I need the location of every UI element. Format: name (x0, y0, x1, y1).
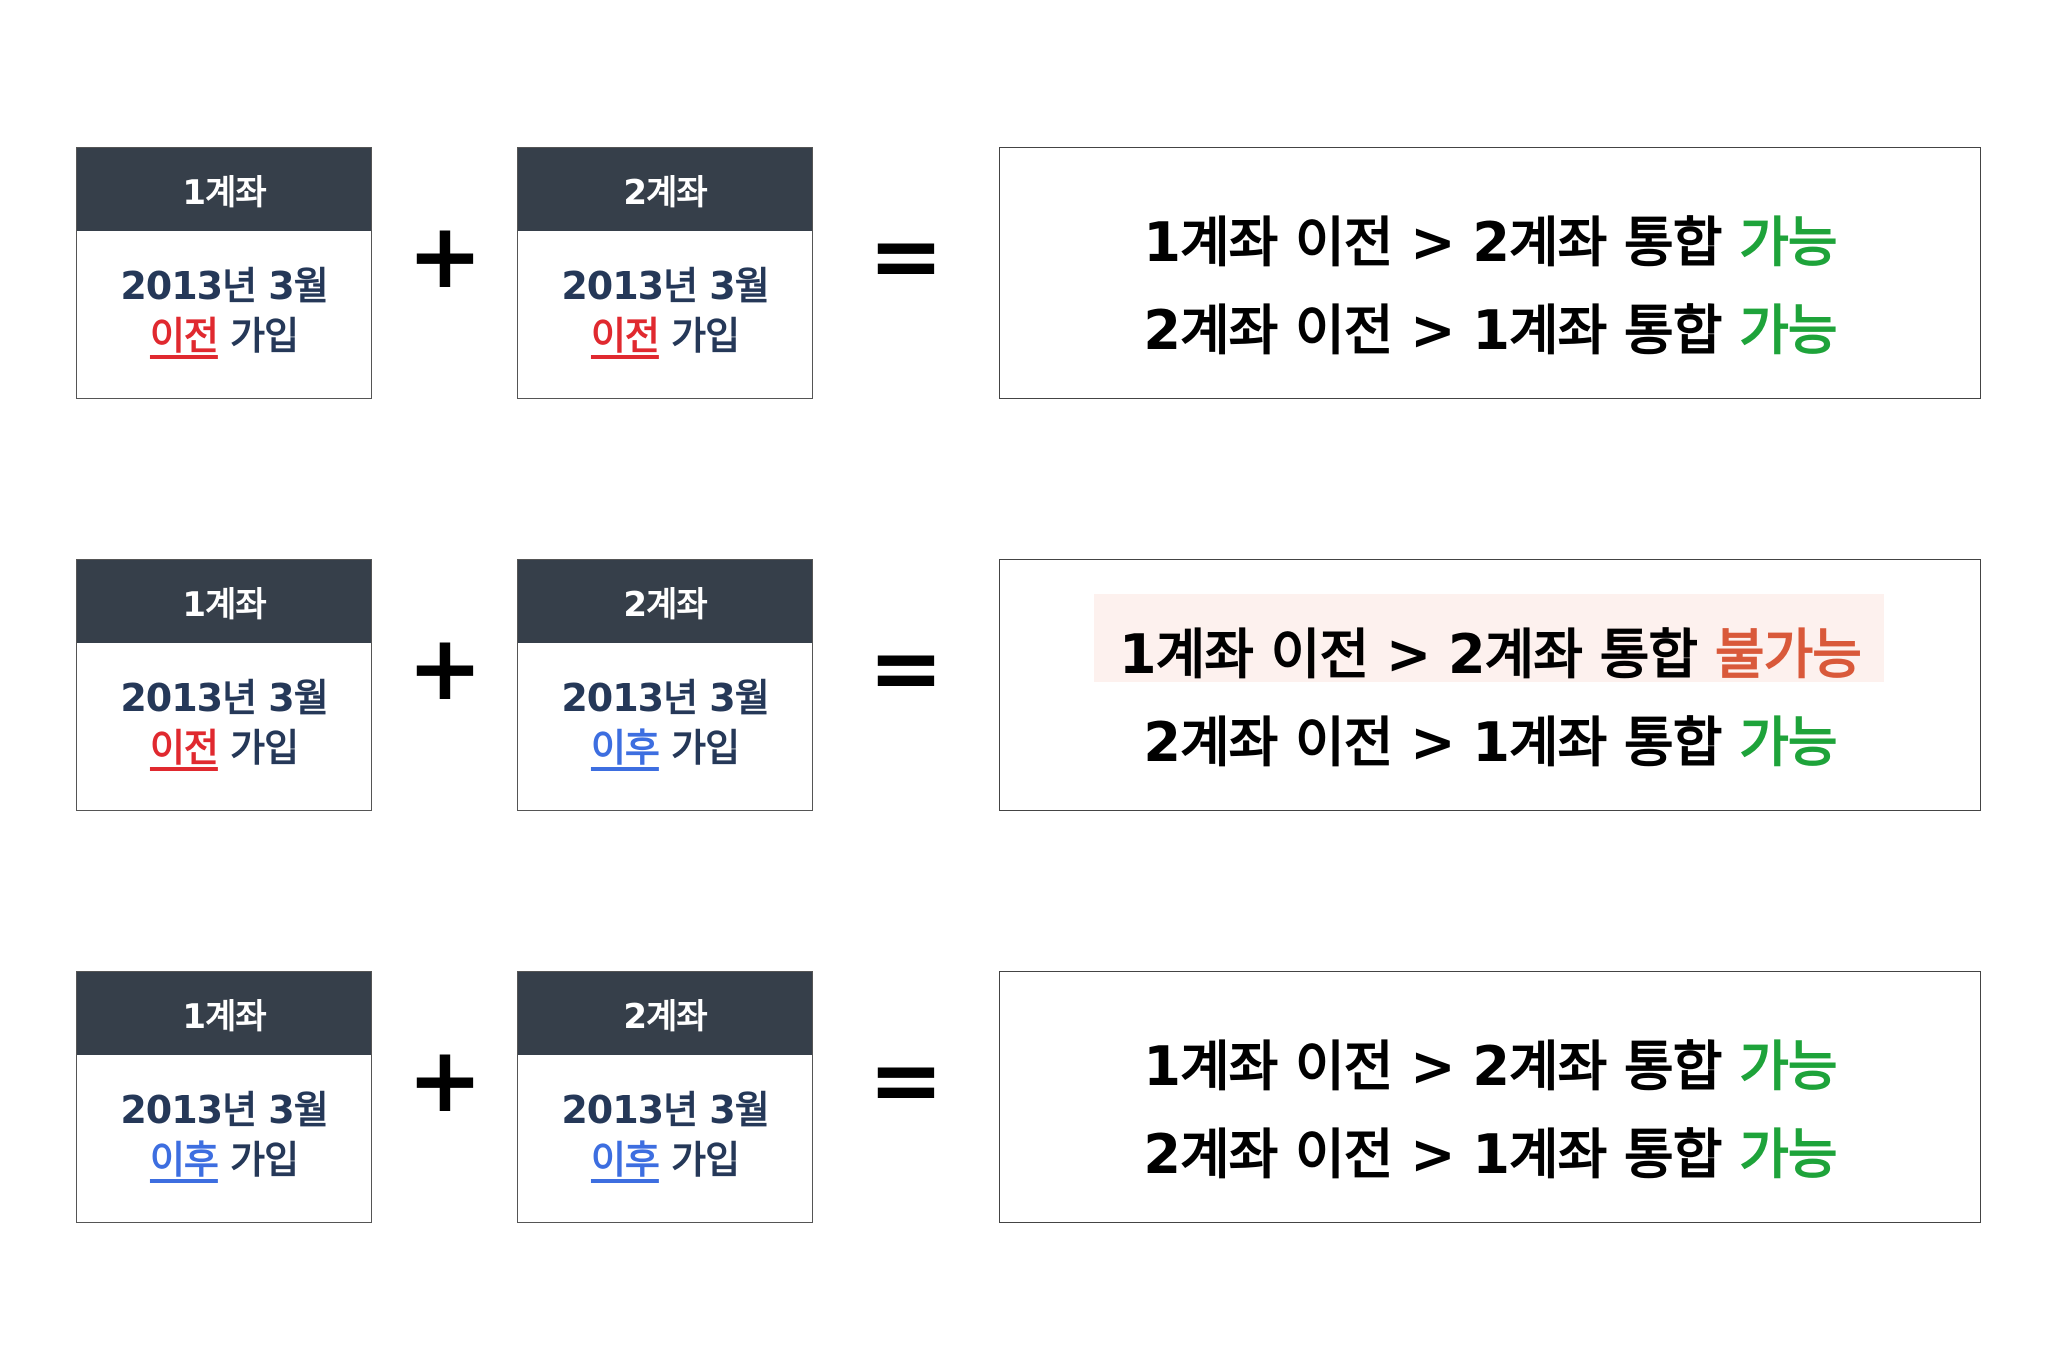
result-line: 1계좌 이전 > 2계좌 통합 가능 (1000, 1022, 1980, 1101)
card-body: 2013년 3월 이전 가입 (77, 643, 371, 773)
result-text: 1계좌 이전 > 2계좌 통합 (1119, 623, 1698, 686)
result-line: 2계좌 이전 > 1계좌 통합 가능 (1000, 286, 1980, 365)
result-line: 2계좌 이전 > 1계좌 통합 가능 (1000, 698, 1980, 777)
card-body: 2013년 3월 이전 가입 (77, 231, 371, 361)
card-body: 2013년 3월 이후 가입 (518, 643, 812, 773)
result-status: 가능 (1739, 1035, 1837, 1098)
result-status: 가능 (1739, 711, 1837, 774)
result-status: 가능 (1739, 211, 1837, 274)
account-card-card1: 1계좌 2013년 3월 이후 가입 (76, 971, 372, 1223)
scenario-row: 1계좌 2013년 3월 이전 가입 + 2계좌 2013년 3월 이전 가입 … (0, 147, 2048, 401)
result-line: 1계좌 이전 > 2계좌 통합 불가능 (1000, 610, 1980, 689)
card-title: 2계좌 (518, 148, 812, 231)
card-title: 1계좌 (77, 560, 371, 643)
account-card-card2: 2계좌 2013년 3월 이전 가입 (517, 147, 813, 399)
result-text: 1계좌 이전 > 2계좌 통합 (1143, 211, 1722, 274)
scenario-row: 1계좌 2013년 3월 이후 가입 + 2계좌 2013년 3월 이후 가입 … (0, 971, 2048, 1225)
join-date: 2013년 3월 (120, 1088, 328, 1132)
join-suffix: 가입 (230, 314, 299, 358)
plus-sign: + (407, 204, 483, 309)
result-box: 1계좌 이전 > 2계좌 통합 불가능 2계좌 이전 > 1계좌 통합 가능 (999, 559, 1981, 811)
highlight-background (1094, 594, 1884, 682)
join-timing: 이후 (590, 726, 660, 770)
plus-sign: + (407, 616, 483, 721)
result-text: 2계좌 이전 > 1계좌 통합 (1143, 299, 1722, 362)
card-title: 1계좌 (77, 972, 371, 1055)
account-card-card1: 1계좌 2013년 3월 이전 가입 (76, 559, 372, 811)
join-date: 2013년 3월 (561, 676, 769, 720)
card-title: 2계좌 (518, 972, 812, 1055)
result-line: 1계좌 이전 > 2계좌 통합 가능 (1000, 198, 1980, 277)
result-status: 가능 (1739, 1123, 1837, 1186)
account-card-card1: 1계좌 2013년 3월 이전 가입 (76, 147, 372, 399)
card-body: 2013년 3월 이후 가입 (77, 1055, 371, 1185)
join-suffix: 가입 (671, 726, 740, 770)
result-line: 2계좌 이전 > 1계좌 통합 가능 (1000, 1110, 1980, 1189)
join-timing: 이전 (149, 726, 219, 770)
join-date: 2013년 3월 (120, 676, 328, 720)
account-card-card2: 2계좌 2013년 3월 이후 가입 (517, 971, 813, 1223)
join-date: 2013년 3월 (561, 264, 769, 308)
join-suffix: 가입 (671, 314, 740, 358)
result-status: 가능 (1739, 299, 1837, 362)
join-timing: 이전 (149, 314, 219, 358)
result-text: 1계좌 이전 > 2계좌 통합 (1143, 1035, 1722, 1098)
scenario-row: 1계좌 2013년 3월 이전 가입 + 2계좌 2013년 3월 이후 가입 … (0, 559, 2048, 813)
card-title: 2계좌 (518, 560, 812, 643)
card-body: 2013년 3월 이후 가입 (518, 1055, 812, 1185)
join-suffix: 가입 (230, 1138, 299, 1182)
equals-sign: = (868, 204, 944, 309)
join-timing: 이전 (590, 314, 660, 358)
equals-sign: = (868, 616, 944, 721)
card-title: 1계좌 (77, 148, 371, 231)
account-card-card2: 2계좌 2013년 3월 이후 가입 (517, 559, 813, 811)
join-suffix: 가입 (230, 726, 299, 770)
result-text: 2계좌 이전 > 1계좌 통합 (1143, 1123, 1722, 1186)
card-body: 2013년 3월 이전 가입 (518, 231, 812, 361)
join-date: 2013년 3월 (120, 264, 328, 308)
join-timing: 이후 (590, 1138, 660, 1182)
join-suffix: 가입 (671, 1138, 740, 1182)
result-text: 2계좌 이전 > 1계좌 통합 (1143, 711, 1722, 774)
join-date: 2013년 3월 (561, 1088, 769, 1132)
plus-sign: + (407, 1028, 483, 1133)
join-timing: 이후 (149, 1138, 219, 1182)
result-status: 불가능 (1714, 623, 1862, 686)
equals-sign: = (868, 1028, 944, 1133)
